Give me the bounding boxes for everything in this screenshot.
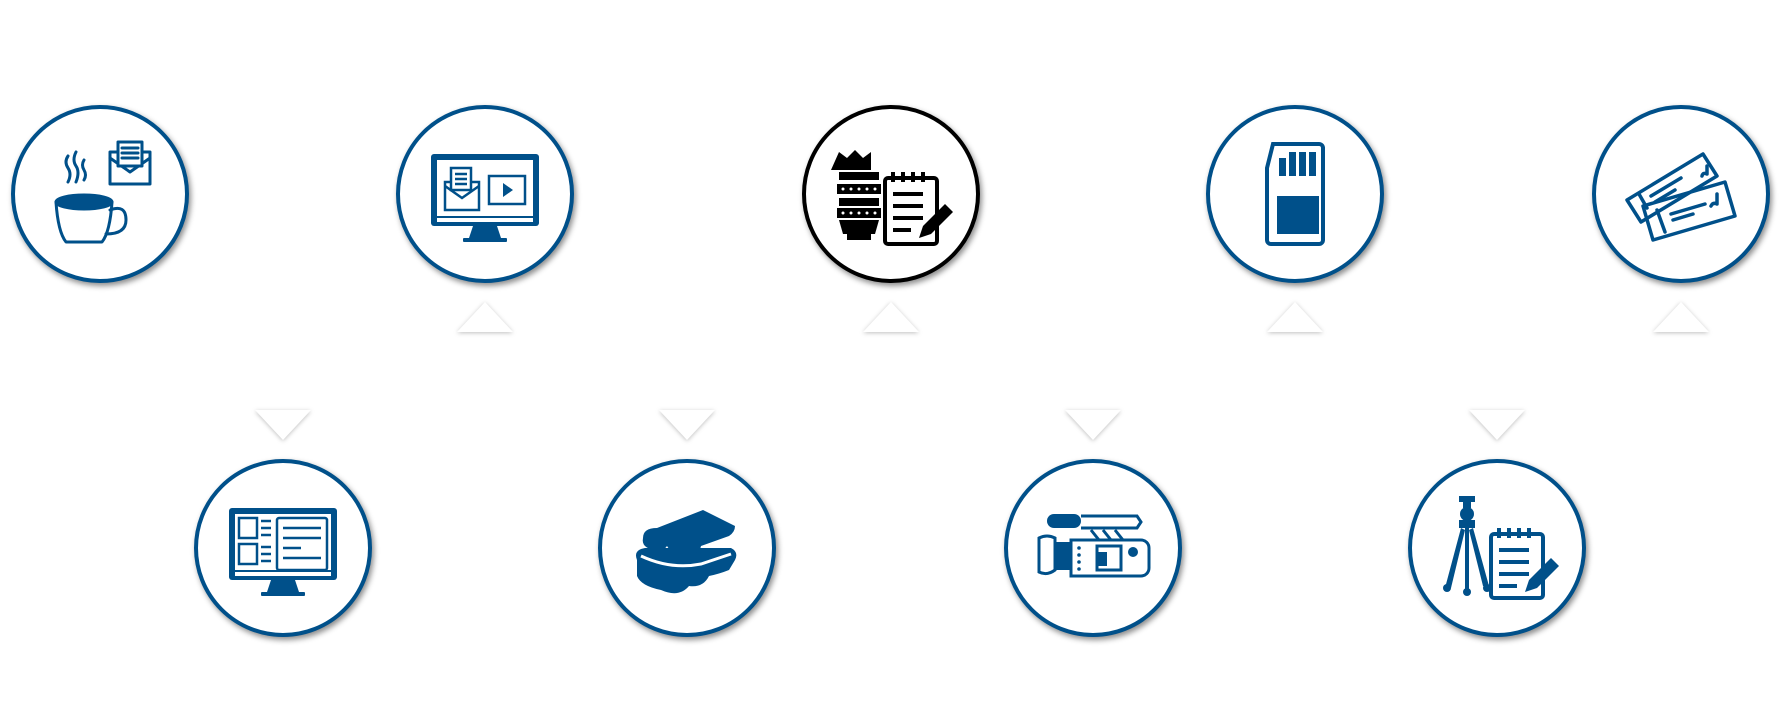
step-coffee-mail[interactable] (11, 105, 189, 283)
pointer-down-triangle (659, 410, 715, 440)
coffee-and-mail-icon (54, 140, 152, 244)
lens-and-notepad-icon (831, 150, 953, 246)
step-monitor-layout[interactable] (194, 459, 372, 637)
step-monitor-mail-video[interactable] (396, 105, 574, 283)
pointer-down-triangle (1065, 410, 1121, 440)
sandwich-icon (636, 510, 737, 594)
monitor-layout-icon (229, 508, 337, 596)
step-video-camera[interactable] (1004, 459, 1182, 637)
pointer-down-triangle (255, 410, 311, 440)
monitor-mail-video-icon (431, 154, 539, 242)
pointer-down-triangle (1469, 410, 1525, 440)
pointer-up-triangle (457, 302, 513, 332)
pointer-up-triangle (863, 302, 919, 332)
pointer-up-triangle (1267, 302, 1323, 332)
tripod-and-notepad-icon (1443, 496, 1559, 600)
step-sandwich[interactable] (598, 459, 776, 637)
tickets-icon (1625, 152, 1737, 242)
step-sd-card[interactable] (1206, 105, 1384, 283)
video-camera-icon (1037, 514, 1151, 578)
sd-card-icon (1265, 142, 1325, 246)
step-tripod-notepad[interactable] (1408, 459, 1586, 637)
step-tickets[interactable] (1592, 105, 1770, 283)
step-lens-notepad[interactable] (802, 105, 980, 283)
pointer-up-triangle (1653, 302, 1709, 332)
